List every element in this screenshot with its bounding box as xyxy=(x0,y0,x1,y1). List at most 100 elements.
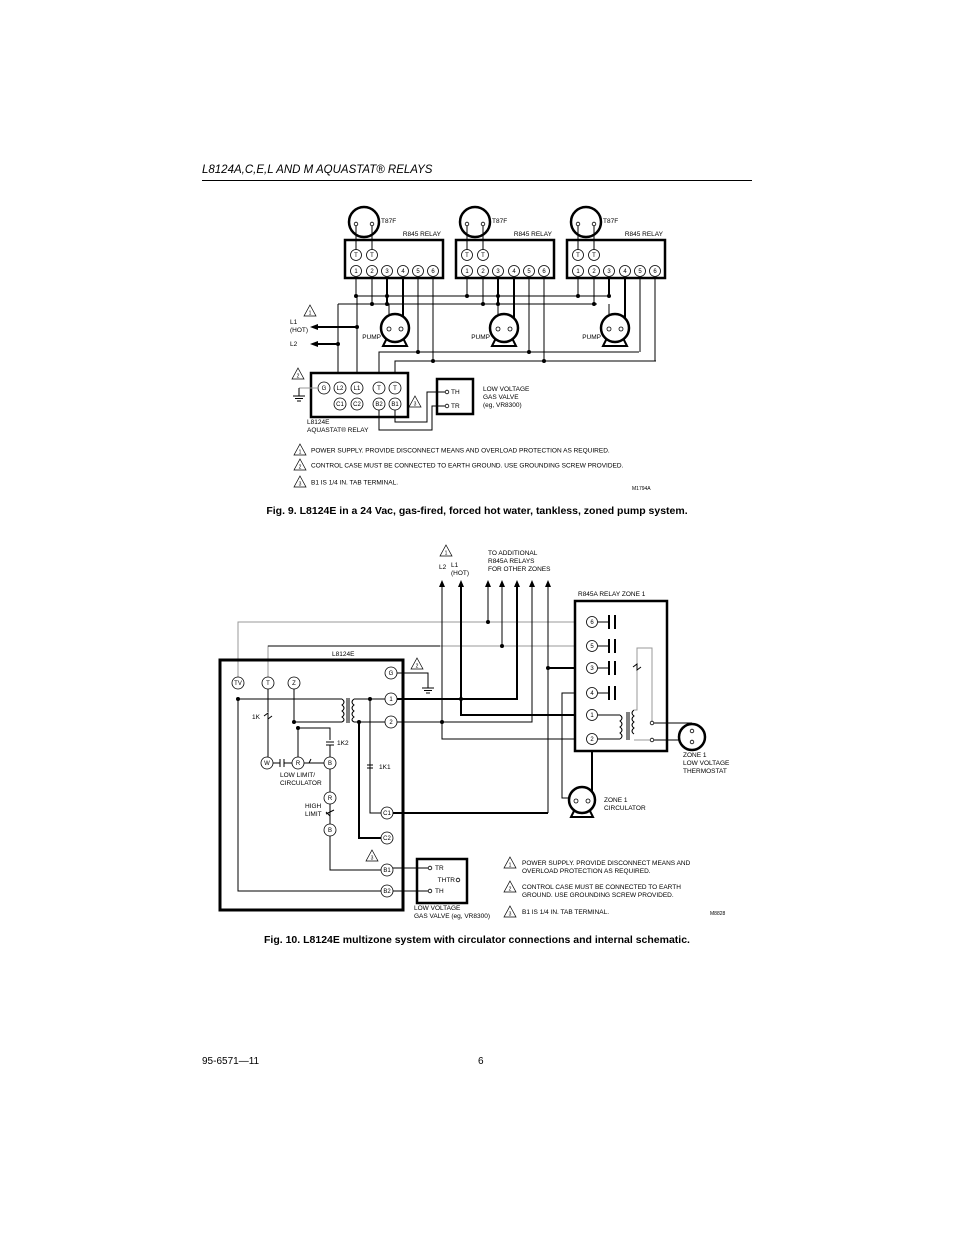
l2-label: L2 xyxy=(290,341,298,348)
wire xyxy=(391,585,518,700)
junction-dot xyxy=(292,720,296,724)
pump-icon xyxy=(567,785,597,815)
note-text: POWER SUPPLY. PROVIDE DISCONNECT MEANS A… xyxy=(311,448,610,455)
valve-th: TH xyxy=(451,389,460,396)
terminal xyxy=(366,249,378,261)
l1-label: L1 xyxy=(451,562,459,569)
terminal-label: C2 xyxy=(383,836,391,842)
junction-dot xyxy=(385,302,389,306)
triangle-icon xyxy=(303,304,317,317)
terminal-label: 2 xyxy=(590,737,594,743)
arrow-up-icon xyxy=(439,580,445,587)
terminal xyxy=(508,265,520,277)
note-text: B1 IS 1/4 IN. TAB TERMINAL. xyxy=(522,909,609,916)
junction-dot xyxy=(465,294,469,298)
terminal xyxy=(381,265,393,277)
terminal-label: B2 xyxy=(375,402,383,408)
pump-pin xyxy=(573,798,579,804)
terminal-label: 2 xyxy=(592,269,596,275)
pin xyxy=(353,221,359,227)
terminal xyxy=(523,265,535,277)
terminal-label: C1 xyxy=(383,811,391,817)
terminal xyxy=(461,265,473,277)
low-limit-label: CIRCULATOR xyxy=(280,780,322,787)
wire xyxy=(378,351,639,388)
pump-icon xyxy=(599,312,631,344)
terminal-label: 1 xyxy=(590,713,594,719)
terminal-label: 5 xyxy=(527,269,531,275)
control-label: L8124E xyxy=(332,651,355,658)
valve-thtr: THTR xyxy=(438,877,456,884)
wire xyxy=(391,585,533,723)
running-header: L8124A,C,E,L AND M AQUASTAT® RELAYS xyxy=(202,164,433,176)
terminal xyxy=(619,265,631,277)
note-text: CONTROL CASE MUST BE CONNECTED TO EARTH xyxy=(522,884,681,891)
pump-pin xyxy=(585,798,591,804)
pin xyxy=(444,403,450,409)
arrow-up-icon xyxy=(545,580,551,587)
junction-dot xyxy=(527,350,531,354)
note-number: 1 xyxy=(509,863,512,869)
valve-tr: TR xyxy=(435,865,444,872)
junction-dot xyxy=(354,294,358,298)
triangle-icon xyxy=(503,905,517,918)
terminal-label: 4 xyxy=(401,269,405,275)
t87f-thermostat-icon xyxy=(569,205,603,239)
pin xyxy=(575,221,581,227)
note-triangle-icon: 1 xyxy=(503,856,517,869)
note-triangle-icon: 3 xyxy=(365,849,379,862)
note-number: 1 xyxy=(445,551,448,557)
terminal xyxy=(366,265,378,277)
low-limit-switch-icon xyxy=(308,758,315,764)
pump-pin xyxy=(495,326,501,332)
terminal-label: B1 xyxy=(391,402,399,408)
circulator-label: ZONE 1 xyxy=(604,797,628,804)
relay-label: R845 RELAY xyxy=(403,231,442,238)
thermostat-label: ZONE 1 xyxy=(683,752,707,759)
terminal-label: TV xyxy=(234,681,242,687)
pump-pin xyxy=(386,326,392,332)
wire xyxy=(329,836,381,871)
triangle-icon xyxy=(293,475,307,488)
terminal-label: 1 xyxy=(576,269,580,275)
pump-label: PUMP xyxy=(471,334,490,341)
terminal xyxy=(333,397,347,411)
terminal xyxy=(350,249,362,261)
document-number: 95-6571—11 xyxy=(202,1056,260,1067)
terminal-label: B xyxy=(328,761,332,767)
pump-label: PUMP xyxy=(582,334,601,341)
wire xyxy=(441,585,592,740)
note-number: 2 xyxy=(509,887,512,893)
coil-icon xyxy=(619,714,623,740)
terminal-label: 5 xyxy=(638,269,642,275)
additional-relays-label: TO ADDITIONAL xyxy=(488,550,538,557)
terminal-label: 4 xyxy=(623,269,627,275)
note-triangle-icon: 1 xyxy=(439,544,453,557)
terminal-label: 2 xyxy=(370,269,374,275)
terminal-label: T xyxy=(576,253,580,259)
note-number: 3 xyxy=(509,912,512,918)
pin xyxy=(455,877,461,883)
terminal-label: 4 xyxy=(590,691,594,697)
terminal xyxy=(586,709,598,721)
terminal-label: B xyxy=(328,828,332,834)
pin xyxy=(649,720,655,726)
terminal-label: T xyxy=(592,253,596,259)
arrow-up-icon xyxy=(458,580,464,587)
pump-icon xyxy=(488,312,520,344)
junction-dot xyxy=(296,726,300,730)
triangle-icon xyxy=(408,395,422,408)
arrow-left-icon xyxy=(310,324,318,330)
thermostat-label: T87F xyxy=(492,218,507,225)
page-number: 6 xyxy=(478,1056,484,1067)
pump-pin xyxy=(507,326,513,332)
terminal-label: 3 xyxy=(496,269,500,275)
terminal xyxy=(397,265,409,277)
wire xyxy=(397,672,429,682)
terminal-label: T xyxy=(370,253,374,259)
pin xyxy=(444,389,450,395)
valve-th: TH xyxy=(435,888,444,895)
valve-label: LOW VOLTAGE xyxy=(414,905,461,912)
terminal-label: B2 xyxy=(383,889,391,895)
